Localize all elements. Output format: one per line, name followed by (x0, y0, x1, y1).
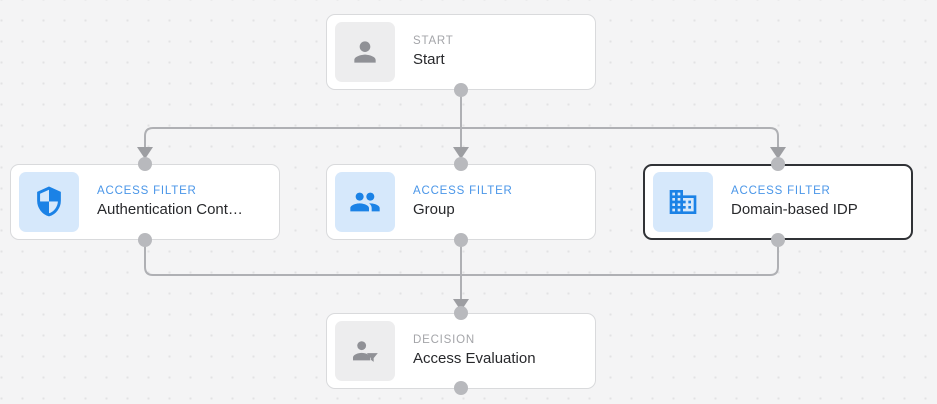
person-filter-icon (335, 321, 395, 381)
person-icon (335, 22, 395, 82)
shield-icon (19, 172, 79, 232)
node-title: Authentication Cont… (97, 201, 243, 219)
node-title: Group (413, 201, 455, 219)
node-title: Start (413, 51, 445, 69)
arrowhead (453, 299, 469, 311)
domain-icon (653, 172, 713, 232)
node-start[interactable]: START Start (326, 14, 596, 90)
arrowhead (137, 147, 153, 159)
node-access-filter-domain-idp[interactable]: ACCESS FILTER Domain-based IDP (643, 164, 913, 240)
node-title: Domain-based IDP (731, 201, 858, 219)
node-type-label: START (413, 34, 454, 47)
edge-line (144, 127, 779, 148)
node-decision[interactable]: DECISION Access Evaluation (326, 313, 596, 389)
node-access-filter-authentication[interactable]: ACCESS FILTER Authentication Cont… (10, 164, 280, 240)
group-icon (335, 172, 395, 232)
node-type-label: ACCESS FILTER (413, 184, 513, 197)
node-type-label: DECISION (413, 333, 475, 346)
node-access-filter-group[interactable]: ACCESS FILTER Group (326, 164, 596, 240)
node-type-label: ACCESS FILTER (97, 184, 197, 197)
node-type-label: ACCESS FILTER (731, 184, 831, 197)
node-title: Access Evaluation (413, 350, 536, 368)
edge-line (144, 240, 779, 276)
arrowhead (770, 147, 786, 159)
arrowhead (453, 147, 469, 159)
